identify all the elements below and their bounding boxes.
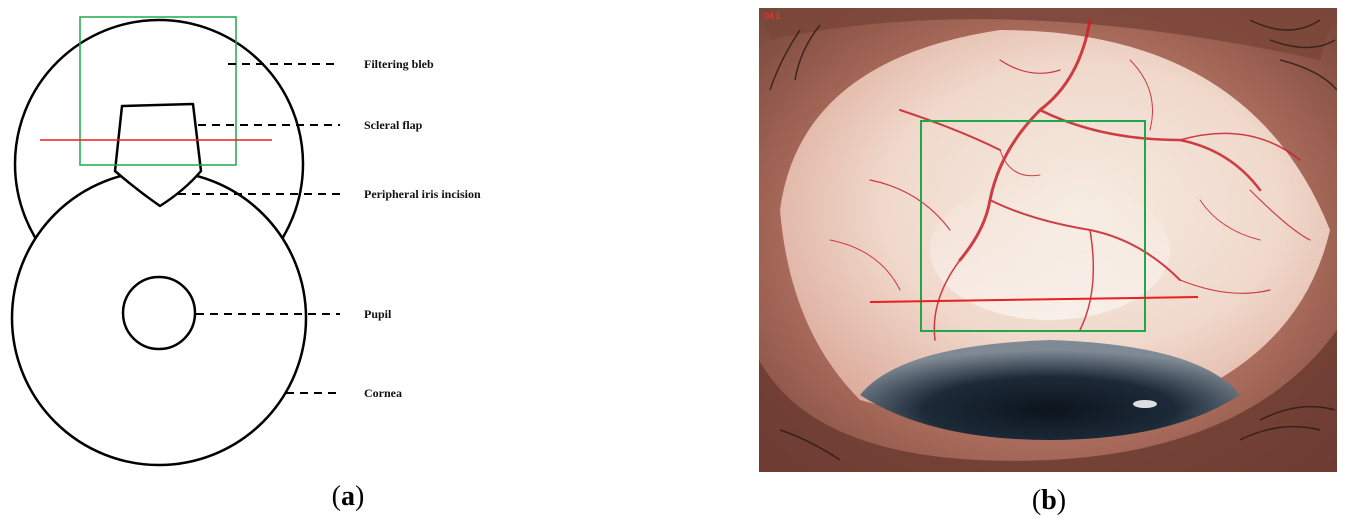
caption-b: (b) (1032, 485, 1066, 516)
caption-b-letter: b (1041, 485, 1057, 516)
caption-a-close: ) (355, 481, 364, 512)
label-scleral-flap: Scleral flap (364, 118, 423, 132)
caption-a-open: ( (332, 481, 341, 512)
corneal-reflex (1133, 400, 1157, 408)
pupil-circle (123, 277, 195, 349)
caption-a-letter: a (341, 481, 355, 512)
caption-b-open: ( (1032, 485, 1041, 516)
caption-b-close: ) (1057, 485, 1066, 516)
panel-b-photo: 04 L (759, 8, 1337, 472)
label-cornea: Cornea (364, 386, 402, 400)
panel-a-diagram: Filtering bleb Scleral flap Peripheral i… (12, 17, 481, 512)
photo-tag: 04 L (764, 11, 782, 21)
label-peripheral-iris-incision: Peripheral iris incision (364, 187, 481, 201)
label-pupil: Pupil (364, 307, 392, 321)
caption-a: (a) (332, 481, 365, 512)
label-filtering-bleb: Filtering bleb (364, 57, 434, 71)
